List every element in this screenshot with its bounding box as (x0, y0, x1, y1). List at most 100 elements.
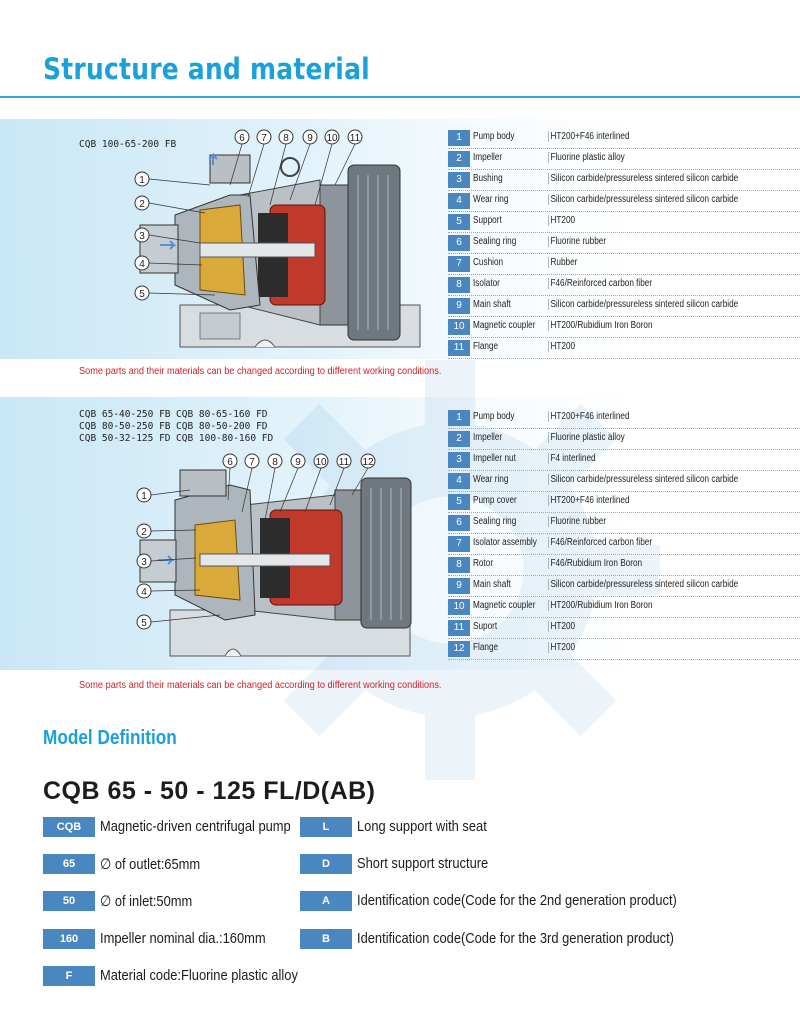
definition-text: Long support with seat (357, 818, 487, 835)
part-name: Pump cover (473, 495, 517, 506)
callout-5: 5 (141, 618, 147, 629)
part-number: 11 (448, 340, 470, 356)
part-name: Main shaft (473, 299, 511, 310)
callout-9: 9 (307, 133, 313, 144)
part-material: Silicon carbide/pressureless sintered si… (548, 173, 738, 184)
part-number: 10 (448, 599, 470, 615)
part-material: HT200+F46 interlined (548, 411, 630, 422)
part-number: 7 (448, 256, 470, 272)
part-material: Fluorine rubber (548, 236, 606, 247)
part-name: Pump body (473, 411, 515, 422)
definition-code-badge: D (300, 854, 352, 874)
definition-text: Magnetic-driven centrifugal pump (100, 818, 291, 835)
callout-12: 12 (362, 457, 374, 468)
callout-3: 3 (141, 557, 147, 568)
part-name: Magnetic coupler (473, 320, 536, 331)
part-material: Rubber (548, 257, 577, 268)
definition-text: Identification code(Code for the 3rd gen… (357, 930, 674, 947)
part-number: 7 (448, 536, 470, 552)
part-name: Sealing ring (473, 516, 517, 527)
model-label: CQB 80-50-200 FD (176, 421, 268, 432)
definition-text: Material code:Fluorine plastic alloy (100, 967, 298, 984)
definition-code-badge: B (300, 929, 352, 949)
definition-code-badge: L (300, 817, 352, 837)
pump-diagram-2: 1 2 3 4 5 6 7 8 9 10 11 12 (136, 453, 412, 657)
part-name: Wear ring (473, 474, 509, 485)
part-number: 8 (448, 277, 470, 293)
title-divider (0, 96, 800, 98)
model-label: CQB 80-65-160 FD (176, 409, 268, 420)
pump-diagram-1: 1 2 3 4 5 6 7 8 9 10 11 (134, 129, 421, 348)
part-material: F4 interlined (548, 453, 596, 464)
part-material: Fluorine plastic alloy (548, 432, 625, 443)
callout-2: 2 (141, 527, 147, 538)
part-material: F46/Reinforced carbon fiber (548, 278, 652, 289)
definition-text: Identification code(Code for the 2nd gen… (357, 892, 677, 909)
callout-10: 10 (326, 133, 338, 144)
part-material: HT200/Rubidium Iron Boron (548, 600, 653, 611)
part-material: Fluorine plastic alloy (548, 152, 625, 163)
model-label: CQB 100-80-160 FD (176, 433, 274, 444)
part-material: F46/Reinforced carbon fiber (548, 537, 652, 548)
part-name: Flange (473, 642, 499, 653)
definition-text: ∅ of outlet:65mm (100, 856, 201, 873)
definition-text: Impeller nominal dia.:160mm (100, 930, 266, 947)
part-material: HT200+F46 interlined (548, 495, 630, 506)
callout-9: 9 (295, 457, 301, 468)
part-number: 3 (448, 172, 470, 188)
part-material: HT200 (548, 642, 575, 653)
page-title: Structure and material (43, 52, 370, 86)
callout-7: 7 (249, 457, 255, 468)
part-name: Main shaft (473, 579, 511, 590)
part-name: Magnetic coupler (473, 600, 536, 611)
part-material: HT200 (548, 215, 575, 226)
section2-note: Some parts and their materials can be ch… (79, 680, 442, 691)
part-material: HT200 (548, 621, 575, 632)
part-name: Impeller nut (473, 453, 516, 464)
callout-8: 8 (272, 457, 278, 468)
part-number: 4 (448, 193, 470, 209)
part-number: 12 (448, 641, 470, 657)
model-label: CQB 65-40-250 FB (79, 409, 171, 420)
part-name: Isolator (473, 278, 500, 289)
callout-6: 6 (227, 457, 233, 468)
part-number: 2 (448, 151, 470, 167)
part-name: Isolator assembly (473, 537, 537, 548)
definition-code-badge: A (300, 891, 352, 911)
part-material: F46/Rubidium Iron Boron (548, 558, 642, 569)
section1-model-list: CQB 100-65-200 FB (79, 139, 176, 151)
callout-11: 11 (339, 457, 350, 468)
part-name: Rotor (473, 558, 494, 569)
part-number: 10 (448, 319, 470, 335)
part-number: 9 (448, 578, 470, 594)
model-column-1: CQB 65-40-250 FB CQB 80-50-250 FB CQB 50… (79, 409, 171, 445)
callout-10: 10 (315, 457, 327, 468)
part-number: 1 (448, 410, 470, 426)
callout-2: 2 (139, 199, 145, 210)
model-column-2: CQB 80-65-160 FD CQB 80-50-200 FD CQB 10… (176, 409, 273, 445)
model-definition-title: Model Definition (43, 727, 177, 749)
part-name: Wear ring (473, 194, 509, 205)
callout-1: 1 (141, 491, 147, 502)
part-number: 4 (448, 473, 470, 489)
part-name: Support (473, 215, 502, 226)
definition-code-badge: F (43, 966, 95, 986)
part-material: Silicon carbide/pressureless sintered si… (548, 579, 738, 590)
